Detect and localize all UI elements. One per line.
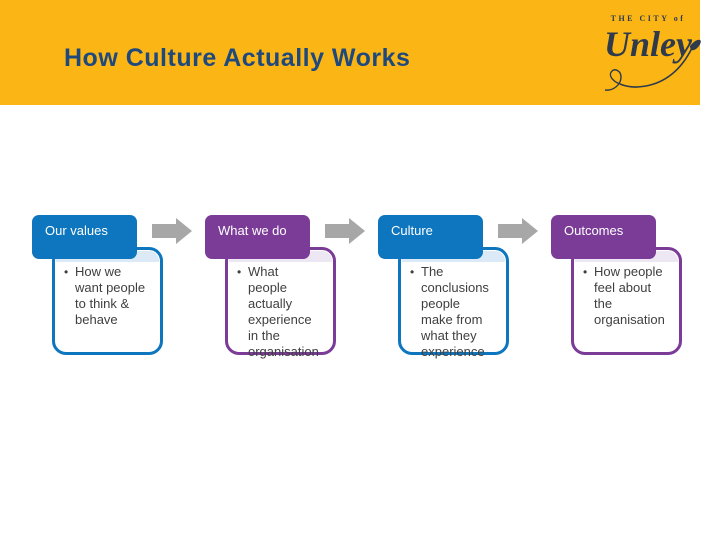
bullet-marker: • <box>64 265 69 279</box>
bullet-marker: • <box>410 265 415 279</box>
bullet-marker: • <box>583 265 588 279</box>
process-step-what-we-do: • What people actually experience in the… <box>205 215 337 360</box>
arrow-right-icon <box>152 218 192 244</box>
step-header: What we do <box>205 215 310 259</box>
unley-logo: THE CITY of Unley <box>586 14 710 104</box>
logo-tagline: THE CITY of <box>610 14 686 23</box>
bullet-row: • How we want people to think & behave <box>64 264 158 328</box>
step-header: Our values <box>32 215 137 259</box>
bullet-row: • How people feel about the organisation <box>583 264 677 328</box>
arrow-right-icon <box>325 218 365 244</box>
process-step-outcomes: • How people feel about the organisation… <box>551 215 683 360</box>
step-body-text: How we want people to think & behave <box>75 264 146 327</box>
step-header: Culture <box>378 215 483 259</box>
step-body-text: What people actually experience in the o… <box>248 264 319 359</box>
step-header: Outcomes <box>551 215 656 259</box>
process-step-culture: • The conclusions people make from what … <box>378 215 510 360</box>
logo-name: Unley <box>604 24 692 64</box>
step-body-text: The conclusions people make from what th… <box>421 264 489 359</box>
bullet-marker: • <box>237 265 242 279</box>
step-body-box: • How people feel about the organisation <box>571 247 682 355</box>
step-body-box: • The conclusions people make from what … <box>398 247 509 359</box>
process-step-our-values: • How we want people to think & behave O… <box>32 215 164 360</box>
step-body-box: • What people actually experience in the… <box>225 247 336 359</box>
arrow-right-icon <box>498 218 538 244</box>
title-band <box>0 0 700 105</box>
bullet-row: • What people actually experience in the… <box>237 264 331 360</box>
bullet-row: • The conclusions people make from what … <box>410 264 504 360</box>
step-body-text: How people feel about the organisation <box>594 264 665 327</box>
step-body-box: • How we want people to think & behave <box>52 247 163 355</box>
slide-title: How Culture Actually Works <box>64 44 411 72</box>
